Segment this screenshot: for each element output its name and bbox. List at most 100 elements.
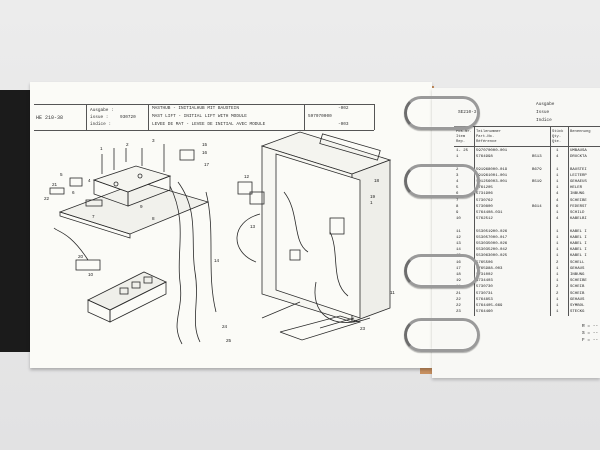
cell-part: 5764405-669	[476, 304, 503, 308]
cell-pos: 7	[456, 198, 459, 203]
legend-r: R = --	[582, 324, 599, 329]
svg-text:18: 18	[374, 178, 380, 183]
cell-qty: 1	[556, 149, 559, 153]
cell-qty: 1	[556, 242, 559, 246]
cell-part: 553035000-026	[476, 242, 508, 246]
cell-desc: SCHEIB	[570, 291, 585, 296]
cell-pos: 4	[456, 180, 459, 184]
part-number: 597070000	[308, 114, 332, 119]
cell-part: 5730731	[476, 291, 493, 296]
cell-pos: 16	[456, 260, 461, 265]
cell-desc: GEHAUS	[570, 266, 585, 271]
svg-text:25: 25	[226, 338, 232, 343]
cell-part: 5730730	[476, 285, 493, 290]
cell-desc: KABEL I	[570, 242, 587, 246]
issue-label: issue :	[90, 115, 109, 120]
svg-text:5: 5	[60, 172, 63, 177]
col-part: Teilenummer	[476, 130, 502, 134]
title-fr: LEVEE DE MAT - LEVEE DE INITIAL AVEC MOD…	[152, 122, 266, 127]
col-qty: Qty.	[552, 135, 562, 139]
cell-part: 5731906	[476, 192, 493, 197]
cell-pos: 10	[456, 217, 461, 222]
cell-part: 5764853	[476, 297, 493, 302]
svg-text:2: 2	[126, 142, 129, 147]
cell-desc: LEITERP	[570, 173, 587, 178]
cell-part: 597070000-001	[476, 149, 508, 153]
cell-part: 5731002	[476, 273, 493, 277]
header-divider	[86, 104, 87, 130]
cell-part: 5765506	[476, 260, 493, 265]
svg-text:19: 19	[370, 194, 376, 199]
header-divider	[148, 104, 149, 130]
cell-pos: 19	[456, 279, 461, 284]
binder-ring	[404, 164, 480, 198]
cell-pos: 11	[456, 229, 461, 234]
header-divider	[304, 104, 305, 130]
cell-part: 5734403	[476, 279, 493, 284]
cell-qty: 4	[556, 192, 559, 197]
cell-part: 553051900-026	[476, 229, 508, 234]
cell-pos: 9	[456, 211, 459, 215]
cell-pos: 6	[456, 192, 459, 197]
col-stk: Stück	[552, 130, 564, 134]
table-divider	[568, 126, 569, 316]
svg-text:12: 12	[244, 174, 250, 179]
cell-qty: 1	[556, 254, 559, 259]
cell-desc: SCHEIBE	[570, 279, 587, 284]
cell-desc: KABEL I	[570, 235, 587, 240]
cell-qty: 2	[556, 260, 559, 265]
table-divider	[550, 126, 551, 316]
issue-value: 930720	[120, 115, 136, 120]
cell-qty: 1	[556, 304, 559, 308]
cell-qty: 1	[556, 186, 559, 191]
cell-qty: 1	[556, 167, 559, 172]
binder-ring	[404, 318, 480, 352]
binder-ring	[404, 254, 480, 288]
cell-qty: 4	[556, 217, 559, 222]
variant-1: -002	[338, 106, 349, 111]
svg-text:17: 17	[204, 162, 210, 167]
cell-part: 5764408-031	[476, 211, 503, 215]
cell-part: 553063000-025	[476, 254, 508, 259]
cell-desc: DRUCKTA	[570, 155, 587, 160]
cell-qty: 1	[556, 297, 559, 302]
cell-part: 591961001-001	[476, 173, 508, 178]
svg-text:6: 6	[72, 190, 75, 195]
cell-qty: 1	[556, 180, 559, 184]
cell-pos: 18	[456, 273, 461, 277]
cell-pos: 3	[456, 173, 459, 178]
cell-desc: SCHILD	[570, 211, 585, 215]
cell-part: 5764998	[476, 155, 493, 160]
cell-desc: HELER	[570, 186, 583, 191]
header-divider	[374, 104, 375, 130]
cell-pos: 13	[456, 242, 461, 246]
svg-text:22: 22	[44, 196, 50, 201]
header-rule-top	[34, 104, 374, 105]
cell-desc: BAUSTEI	[570, 167, 587, 172]
svg-text:4: 4	[88, 178, 91, 183]
right-page: SE210-38 Ausgabe Issue Indice Pos-Nr. It…	[432, 88, 600, 378]
cell-part: 591256003-001	[476, 180, 508, 184]
col-qte: Qte.	[552, 140, 562, 144]
cell-desc: SCHELL	[570, 260, 585, 265]
cell-pos: 12	[456, 235, 461, 240]
indice-label: indice :	[90, 122, 112, 127]
cell-desc: KABELBI	[570, 217, 587, 222]
title-en: MAST LIFT - INITIAL LIFT WITH MODULE	[152, 114, 247, 119]
cell-qty: 1	[556, 211, 559, 215]
binder-ring	[404, 96, 480, 130]
col-desc: Benennung	[570, 130, 591, 134]
cell-desc: SCHEIBE	[570, 198, 587, 203]
cell-desc: SCHEIB	[570, 285, 585, 290]
cell-part: 5761205	[476, 186, 493, 191]
cell-desc: KABEL I	[570, 229, 587, 234]
cell-qty: 1	[556, 173, 559, 178]
svg-text:16: 16	[202, 150, 208, 155]
cell-part: 591968000-019	[476, 167, 508, 172]
cell-qty: 1	[556, 235, 559, 240]
svg-text:20: 20	[78, 254, 84, 259]
left-page: HE 210-38 Ausgabe : issue : 930720 indic…	[30, 82, 432, 368]
cell-desc: KABEL I	[570, 254, 587, 259]
cell-part: 553057000-017	[476, 235, 508, 240]
